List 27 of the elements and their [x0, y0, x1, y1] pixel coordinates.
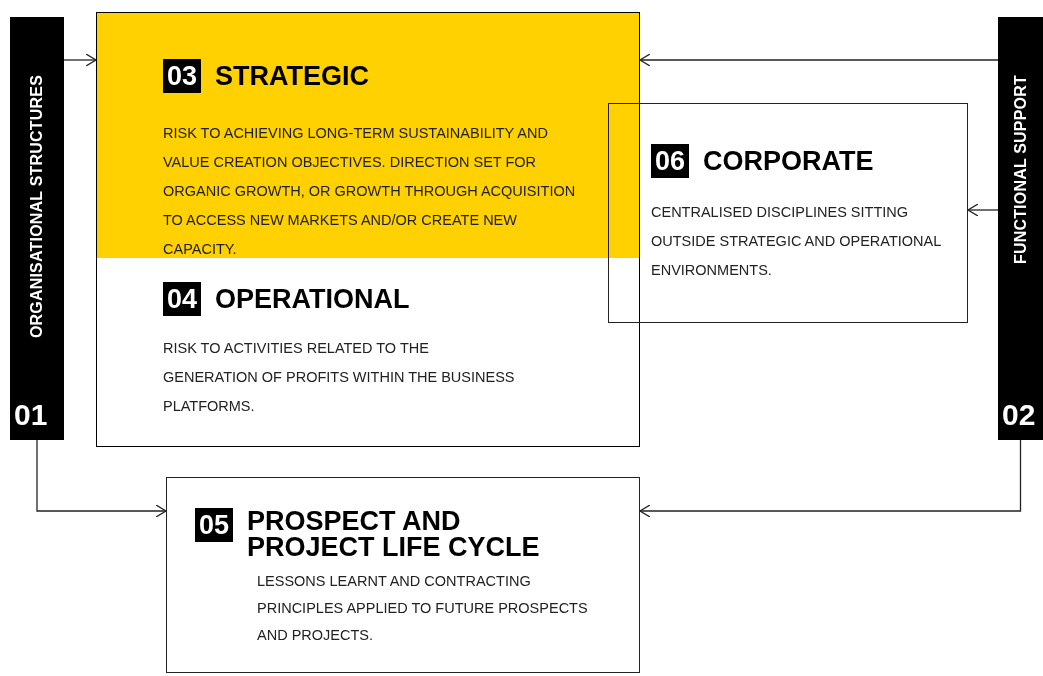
- number-badge: 05: [195, 508, 234, 542]
- number-badge: 06: [651, 144, 690, 178]
- description: LESSONS LEARNT AND CONTRACTING PRINCIPLES APPLIED TO FUTURE PROSPECTS AND PROJECTS.: [257, 572, 589, 645]
- outlined-box: [608, 103, 968, 323]
- section-number: 02: [1002, 400, 1036, 430]
- arrow: [639, 439, 1022, 518]
- outlined-box: [166, 477, 640, 673]
- side-bar: [998, 17, 1043, 440]
- side-bar: [10, 17, 64, 440]
- arrow: [639, 53, 999, 67]
- highlight-panel: [96, 12, 640, 258]
- heading: CORPORATE: [703, 145, 874, 178]
- vertical-label: FUNCTIONAL SUPPORT: [1011, 75, 1030, 265]
- heading: PROSPECT AND PROJECT LIFE CYCLE: [247, 508, 541, 560]
- vertical-label: ORGANISATIONAL STRUCTURES: [28, 75, 46, 339]
- heading: OPERATIONAL: [215, 283, 410, 316]
- section-number: 01: [14, 400, 48, 430]
- heading: STRATEGIC: [215, 60, 370, 93]
- description: RISK TO ACHIEVING LONG-TERM SUSTAINABILITY AND VALUE CREATION OBJECTIVES. DIRECTION SET FOR ORGANIC GROWTH, OR GROWTH THROUGH ACQUISITION TO ACCESS NEW MARKETS AND/OR CREATE NEW CAPACITY.: [163, 124, 577, 259]
- arrow: [63, 53, 97, 67]
- number-badge: 04: [163, 282, 202, 316]
- outlined-panel: [96, 258, 640, 447]
- number-badge: 03: [163, 59, 202, 93]
- description: CENTRALISED DISCIPLINES SITTING OUTSIDE STRATEGIC AND OPERATIONAL ENVIRONMENTS.: [651, 203, 942, 280]
- description: RISK TO ACTIVITIES RELATED TO THE GENERATION OF PROFITS WITHIN THE BUSINESS PLATFORMS.: [163, 339, 516, 416]
- arrow: [36, 439, 167, 518]
- arrow: [967, 203, 999, 217]
